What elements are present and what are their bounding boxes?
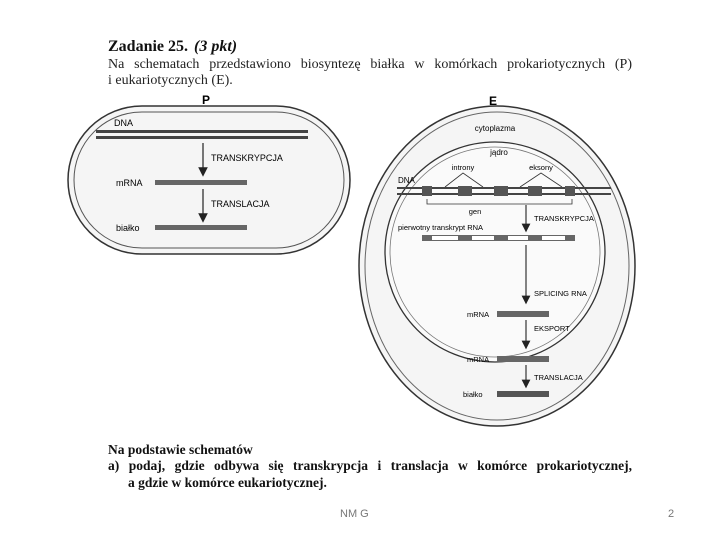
exons-pointer	[519, 172, 563, 188]
e-protein-bar	[497, 391, 549, 397]
e-mrna-cytoplasm-label: mRNA	[467, 355, 489, 364]
p-dna-label: DNA	[114, 118, 133, 128]
p-protein-label: białko	[116, 223, 140, 233]
question-a-line-1: a) podaj, gdzie odbywa się transkrypcja …	[108, 458, 632, 473]
e-export-label: EKSPORT	[534, 324, 570, 333]
gene-bracket	[426, 199, 573, 205]
question-heading: Na podstawie schematów	[108, 442, 253, 457]
p-translation-label: TRANSLACJA	[211, 199, 270, 209]
e-label: E	[489, 94, 497, 108]
intro-line-2: i eukariotycznych (E).	[108, 73, 233, 88]
eukaryotic-cell-membrane	[364, 111, 630, 421]
task-points: (3 pkt)	[194, 38, 238, 55]
primary-transcript-bar	[422, 235, 575, 241]
footer-author: NM G	[340, 508, 369, 520]
p-dna-strand-1	[96, 130, 308, 133]
task-title: Zadanie 25. (3 pkt)	[108, 38, 237, 56]
p-mrna-bar	[155, 180, 247, 185]
question-a-line-2: a gdzie w komórce eukariotycznej.	[128, 475, 327, 490]
p-dna-strand-2	[96, 136, 308, 139]
p-transcription-label: TRANSKRYPCJA	[211, 153, 283, 163]
page-number: 2	[668, 508, 675, 520]
gene-label: gen	[469, 207, 482, 216]
task-number: Zadanie 25.	[108, 38, 189, 55]
e-splicing-label: SPLICING RNA	[534, 289, 587, 298]
e-cytoplasm-label: cytoplazma	[475, 124, 516, 133]
exons-label: eksony	[529, 163, 553, 172]
primary-transcript-label: pierwotny transkrypt RNA	[398, 223, 483, 232]
introns-pointer	[444, 172, 484, 188]
e-transcription-label: TRANSKRYPCJA	[534, 214, 594, 223]
e-protein-label: białko	[463, 390, 483, 399]
introns-label: introny	[452, 163, 475, 172]
p-label: P	[202, 93, 210, 107]
e-mrna-cytoplasm-bar	[497, 356, 549, 362]
e-translation-label: TRANSLACJA	[534, 373, 583, 382]
nuclear-envelope	[389, 146, 601, 358]
nucleus	[384, 141, 606, 363]
e-nucleus-label: jądro	[489, 148, 508, 157]
e-dna-label: DNA	[398, 176, 416, 185]
e-mrna-nucleus-bar	[497, 311, 549, 317]
p-mrna-label: mRNA	[116, 178, 143, 188]
p-protein-bar	[155, 225, 247, 230]
intro-line-1: Na schematach przedstawiono biosyntezę b…	[108, 57, 632, 72]
e-mrna-nucleus-label: mRNA	[467, 310, 489, 319]
prokaryotic-cell-membrane	[73, 111, 345, 249]
gene-segments	[422, 186, 575, 196]
